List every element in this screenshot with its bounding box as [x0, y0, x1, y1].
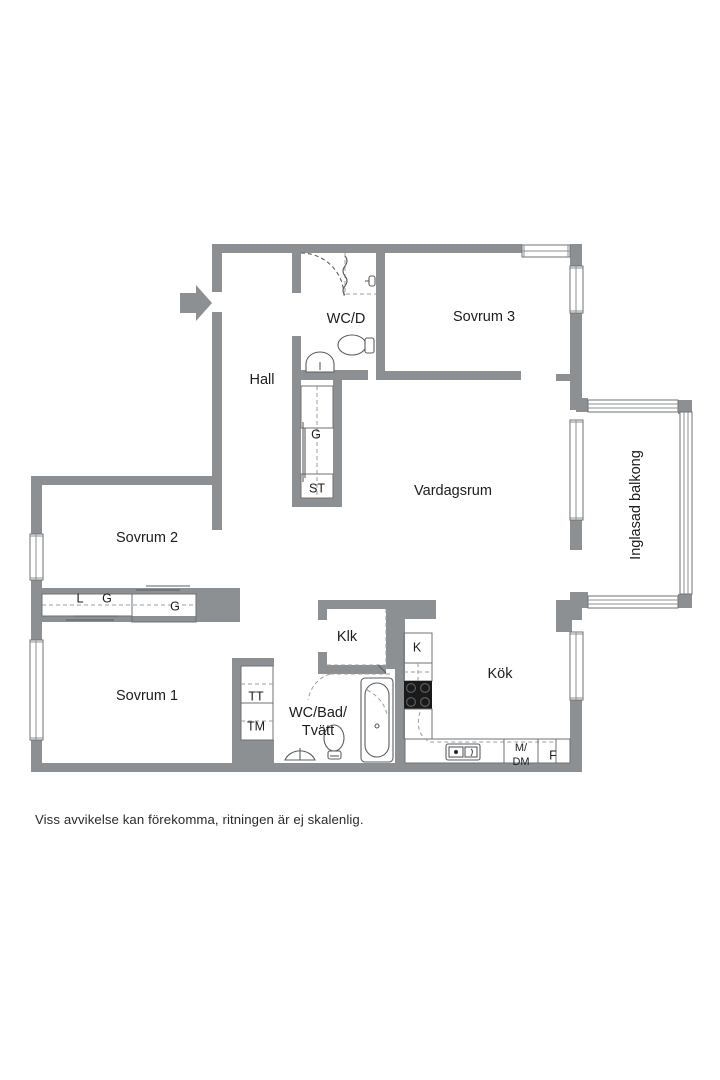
toilet-wcd-icon: [337, 334, 375, 356]
label-closet-g-left: G: [102, 591, 112, 605]
label-dishwasher: DM: [512, 756, 529, 768]
label-fridge-f: F: [549, 748, 557, 762]
disclaimer-caption: Viss avvikelse kan förekomma, ritningen …: [35, 812, 364, 827]
label-sovrum3: Sovrum 3: [453, 309, 515, 325]
label-washer-tm: TM: [247, 719, 265, 733]
bathtub-icon: [360, 677, 394, 763]
balcony-glass-north: [587, 399, 679, 413]
bathroom-fixtures: [284, 673, 394, 763]
label-wc-bad-tvatt-line1: WC/Bad/: [289, 705, 348, 721]
window-sovrum3-east: [569, 265, 584, 314]
window-sovrum1-west: [29, 639, 44, 741]
label-microwave: M/: [515, 742, 528, 754]
window-sovrum3-top: [521, 244, 571, 258]
kitchen-sink-icon: [445, 743, 481, 761]
balcony-glass-east: [679, 411, 693, 595]
label-kok: Kök: [488, 666, 514, 682]
label-closet-g-hall: G: [311, 427, 321, 441]
hall-closet-fixtures: [300, 385, 334, 499]
balcony-group: [576, 398, 693, 609]
sink-wcd-icon: [305, 351, 335, 373]
window-kok-east: [569, 631, 584, 701]
label-closet-g-right: G: [170, 599, 180, 613]
label-storage-st: ST: [309, 481, 325, 495]
label-vardagsrum: Vardagsrum: [414, 483, 492, 499]
entrance-arrow-icon: [180, 285, 212, 321]
label-sovrum1: Sovrum 1: [116, 688, 178, 704]
wardrobe-band-fixtures: [41, 585, 197, 623]
label-cabinet-k: K: [413, 640, 422, 654]
kitchen-fixtures: [403, 632, 571, 764]
label-walkin-klk: Klk: [337, 629, 358, 645]
room-labels-group: Hall WC/D Sovrum 3 Vardagsrum Sovrum 2 S…: [116, 309, 644, 739]
window-sovrum2-west: [29, 533, 44, 581]
stove-icon: [404, 681, 432, 709]
laundry-fixtures: [240, 665, 274, 741]
shower-mixer-icon: [365, 275, 376, 287]
label-inglasad-balkong: Inglasad balkong: [628, 450, 644, 560]
label-closet-l: L: [77, 591, 84, 605]
label-hall: Hall: [250, 372, 275, 388]
storage-labels-group: G ST L G G Klk TT TM K M/ DM F: [77, 427, 558, 768]
windows-group: [29, 244, 584, 741]
walls-group: [31, 244, 582, 772]
balcony-glass-south: [587, 595, 679, 609]
label-dryer-tt: TT: [248, 689, 264, 703]
sink-bath-icon: [284, 748, 316, 761]
label-sovrum2: Sovrum 2: [116, 530, 178, 546]
label-wc-bad-tvatt-line2: Tvätt: [302, 723, 334, 739]
wc-d-fixtures: [300, 252, 376, 373]
klk-fixtures: [327, 609, 387, 674]
window-vardagsrum-east: [569, 419, 584, 521]
toilet-bath-icon: [323, 724, 345, 760]
label-wc-d: WC/D: [327, 311, 366, 327]
